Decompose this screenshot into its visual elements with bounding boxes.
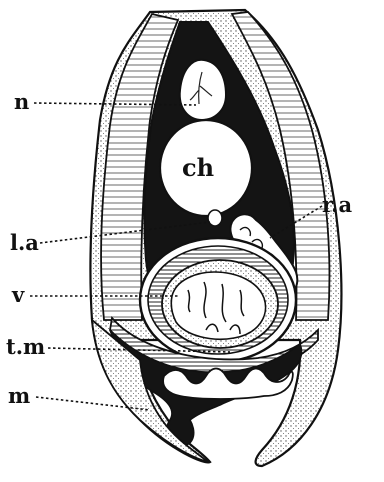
neural-tube (180, 60, 226, 120)
label-m: m (8, 383, 30, 408)
label-la: l.a (10, 230, 39, 255)
label-n: n (14, 89, 29, 114)
left-aorta (208, 210, 222, 226)
label-v: v (11, 282, 25, 307)
label-tm: t.m (6, 334, 45, 359)
label-ch: ch (182, 153, 214, 182)
ventricle-cavity (171, 272, 265, 339)
label-ra: r.a (322, 192, 352, 217)
